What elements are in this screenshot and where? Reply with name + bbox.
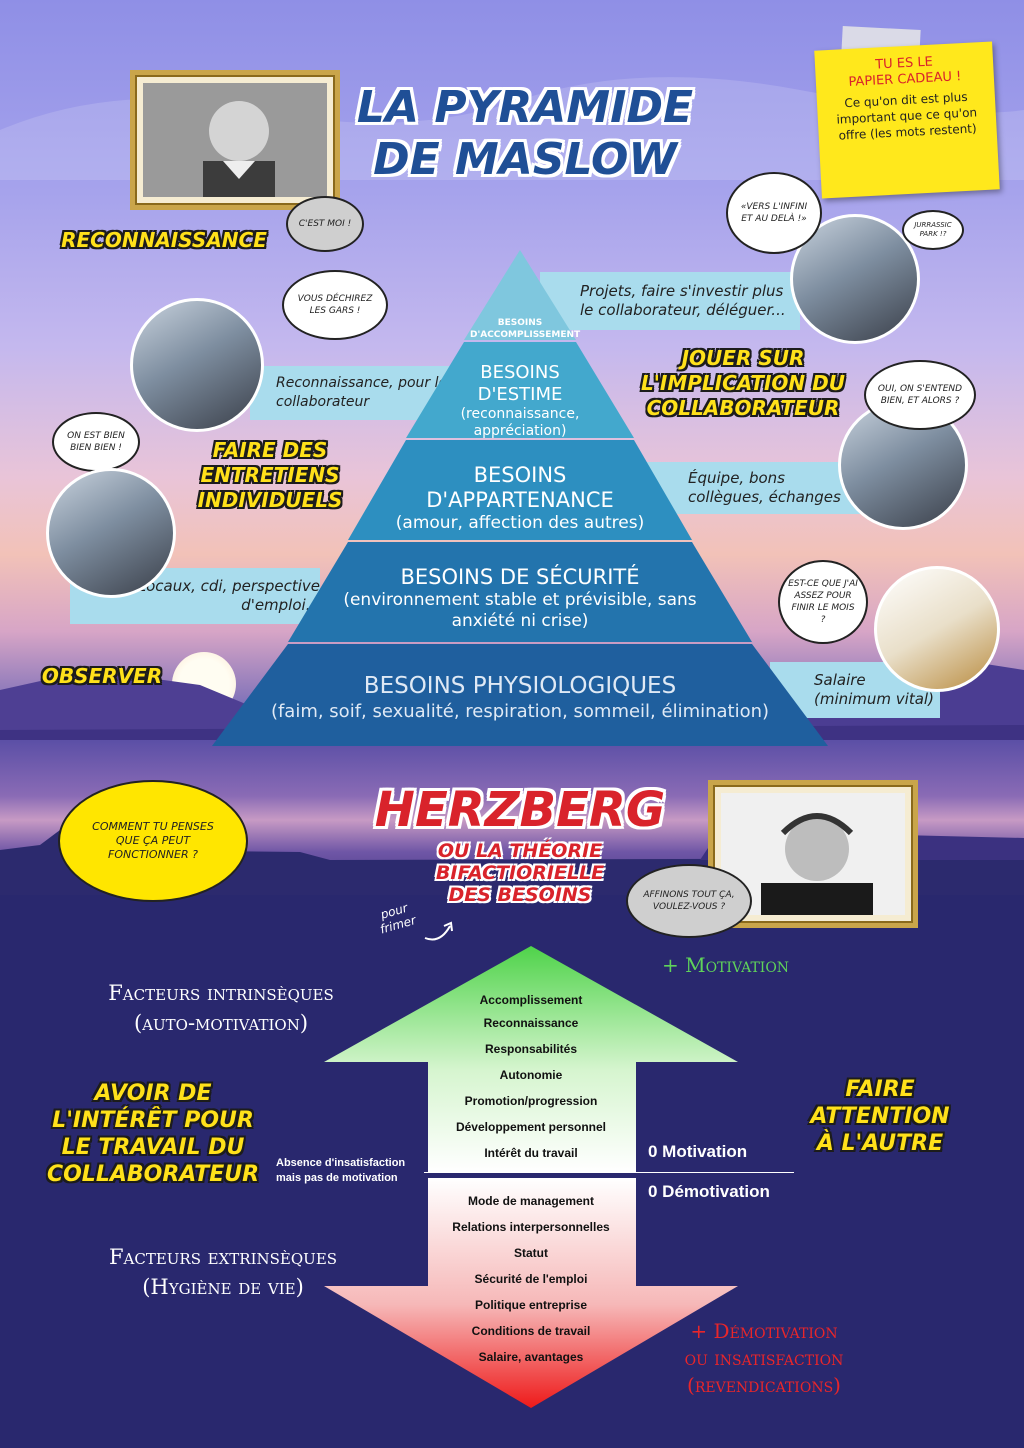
label-interet: AVOIR DE L'INTÉRÊT POUR LE TRAVAIL DU CO… (46, 1081, 260, 1187)
label-entretiens: FAIRE DES ENTRETIENS INDIVIDUELS (197, 438, 343, 512)
motivator-item: Reconnaissance (483, 1016, 579, 1030)
motivator-item: Intérêt du travail (484, 1146, 578, 1160)
bubble-jurassic: JURRASSIC PARK !? (902, 210, 964, 250)
pyramid-level-physio: BESOINS PHYSIOLOGIQUES (faim, soif, sexu… (270, 673, 770, 722)
hygiene-item: Salaire, avantages (478, 1350, 584, 1364)
herzberg-portrait-image (721, 793, 905, 915)
hygiene-item: Relations interpersonnelles (452, 1220, 610, 1234)
zero-motivation: 0 Motivation (648, 1142, 748, 1161)
pyramid-level-estime: BESOINS D'ESTIME (reconnaissance, appréc… (460, 362, 580, 439)
maslow-photo-bubble: C'EST MOI ! (286, 196, 364, 252)
motivator-item: Développement personnel (455, 1120, 607, 1134)
maslow-photo-frame (130, 70, 340, 210)
zero-demotivation: 0 Démotivation (648, 1182, 770, 1201)
facteurs-intrinseques: Facteurs intrinsèques (auto-motivation) (108, 981, 334, 1035)
divider-line (424, 1172, 794, 1173)
label-attention: FAIRE ATTENTION À L'AUTRE (810, 1077, 950, 1156)
facteurs-extrinseques: Facteurs extrinsèques (Hygiène de vie) (108, 1245, 338, 1299)
motivator-item: Autonomie (499, 1068, 563, 1082)
pyramid-level-accomplissement: BESOINS D'ACCOMPLISSEMENT (470, 318, 581, 340)
hygiene-item: Conditions de travail (471, 1324, 591, 1338)
label-reconnaissance: RECONNAISSANCE (61, 228, 267, 252)
hygiene-item: Sécurité de l'emploi (474, 1272, 588, 1286)
absence-insatisfaction: Absence d'insatisfaction mais pas de mot… (276, 1157, 406, 1184)
motivator-item: Promotion/progression (464, 1094, 598, 1108)
bubble-bien: ON EST BIEN BIEN BIEN ! (52, 412, 140, 472)
maslow-title: LA PYRAMIDE DE MASLOW (356, 82, 694, 185)
band-accomplissement: Projets, faire s'investir plus le collab… (540, 272, 800, 330)
curved-arrow-icon (424, 921, 453, 941)
plus-motivation: + Motivation (662, 953, 790, 977)
plus-demotivation: + Démotivation ou insatisfaction (revend… (684, 1319, 844, 1397)
hygiene-item: Mode de management (467, 1194, 595, 1208)
pyramid-level-securite: BESOINS DE SÉCURITÉ (environnement stabl… (343, 565, 697, 631)
bubble-dechirez: VOUS DÉCHIREZ LES GARS ! (282, 270, 388, 340)
coins-photo (874, 566, 1000, 692)
herzberg-title: HERZBERG (374, 782, 666, 838)
herzberg-arrow-graphic (324, 946, 738, 1408)
label-implication: JOUER SUR L'IMPLICATION DU COLLABORATEUR (641, 346, 845, 420)
bubble-affinons: AFFINONS TOUT ÇA, VOULEZ-VOUS ? (626, 864, 752, 938)
pyramid-level-appartenance: BESOINS D'APPARTENANCE (amour, affection… (395, 462, 645, 533)
herzberg-subtitle: OU LA THÉORIE BIFACTIORIELLE DES BESOINS (435, 840, 605, 906)
pyramid-graphic (212, 250, 828, 746)
label-observer: OBSERVER (41, 664, 163, 688)
bubble-question: COMMENT TU PENSES QUE ÇA PEUT FONCTIONNE… (58, 780, 248, 902)
maslow-portrait-image (143, 83, 327, 197)
sticky-note: TU ES LE PAPIER CADEAU ! Ce qu'on dit es… (814, 41, 1000, 199)
high-five-photo (130, 298, 264, 432)
motivator-item: Responsabilités (484, 1042, 578, 1056)
hygiene-item: Politique entreprise (474, 1298, 588, 1312)
bubble-infini: «VERS L'INFINI ET AU DELÀ !» (726, 172, 822, 254)
hygiene-item: Statut (514, 1246, 548, 1260)
band-estime: Reconnaissance, pour le collaborateur (250, 366, 450, 420)
woman-glasses-photo (46, 468, 176, 598)
motivator-item: Accomplissement (479, 993, 583, 1007)
herzberg-photo-frame (708, 780, 918, 928)
bubble-entend: OUI, ON S'ENTEND BIEN, ET ALORS ? (864, 360, 976, 430)
bubble-assez: EST-CE QUE J'AI ASSEZ POUR FINIR LE MOIS… (778, 560, 868, 644)
